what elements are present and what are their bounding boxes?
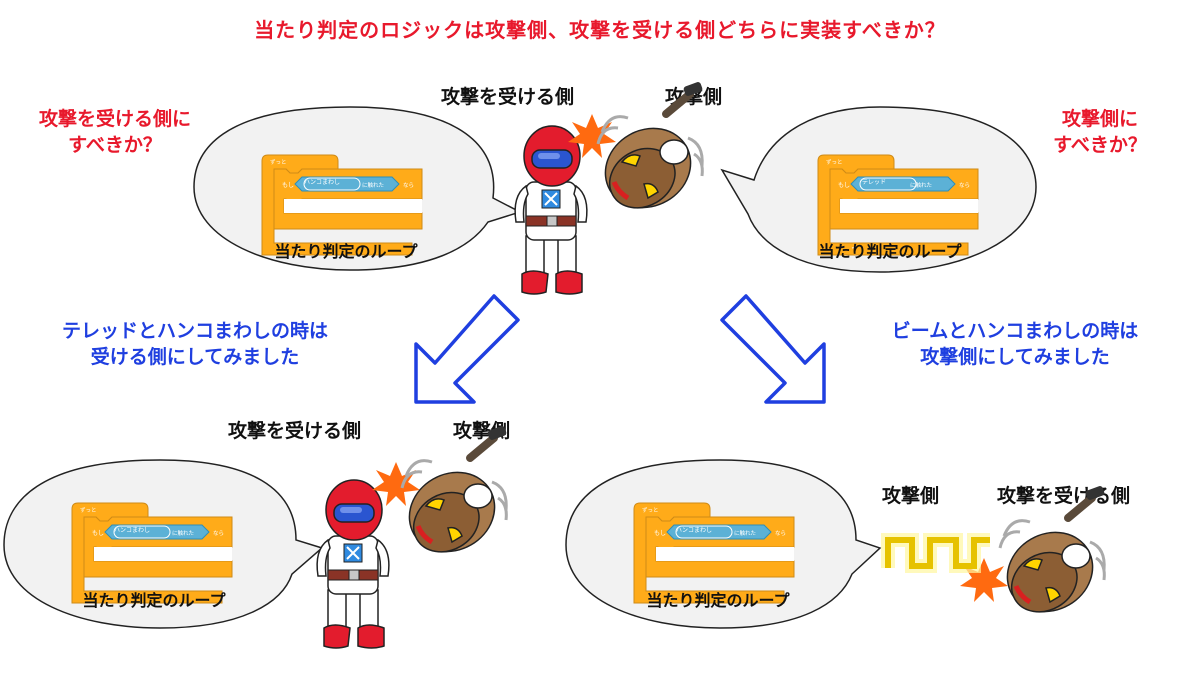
loop-label-top-right: 当たり判定のループ xyxy=(818,242,962,261)
block-touching-label: に触れた xyxy=(734,529,756,537)
note-right: ビームとハンコまわしの時は 攻撃側にしてみました xyxy=(891,320,1139,368)
label-top-receiver: 攻撃を受ける側 xyxy=(441,86,575,108)
question-attacker-side: 攻撃側に すべきか？ xyxy=(1053,108,1147,156)
loop-label-bottom-left: 当たり判定のループ xyxy=(82,591,226,610)
block-sprite-name: テレッド xyxy=(862,179,886,186)
hanko-character-top xyxy=(591,81,705,223)
block-sprite-name: ハンコまわし xyxy=(304,179,340,186)
arrow-down-left xyxy=(414,294,520,404)
racer-character-bottom xyxy=(316,479,390,649)
block-touching-label: に触れた xyxy=(172,529,194,537)
block-sprite-name: ハンコまわし xyxy=(114,527,150,534)
hanko-character-bottom-left xyxy=(395,425,509,567)
racer-character-top xyxy=(514,125,588,295)
loop-label-top-left: 当たり判定のループ xyxy=(274,242,418,261)
block-sprite-name: ハンコまわし xyxy=(676,527,712,534)
beam-character xyxy=(881,533,990,573)
hanko-character-bottom-right xyxy=(993,485,1107,627)
label-bl-receiver: 攻撃を受ける側 xyxy=(228,420,362,442)
block-touching-label: に触れた xyxy=(362,181,384,189)
label-br-attacker: 攻撃側 xyxy=(882,485,940,507)
block-touching-label: に触れた xyxy=(910,181,932,189)
page-title: 当たり判定のロジックは攻撃側、攻撃を受ける側どちらに実装すべきか？ xyxy=(254,18,946,42)
loop-label-bottom-right: 当たり判定のループ xyxy=(646,591,790,610)
note-left: テレッドとハンコまわしの時は 受ける側にしてみました xyxy=(61,320,328,368)
arrow-down-right xyxy=(720,294,826,404)
question-receiver-side: 攻撃を受ける側に すべきか？ xyxy=(38,108,191,156)
